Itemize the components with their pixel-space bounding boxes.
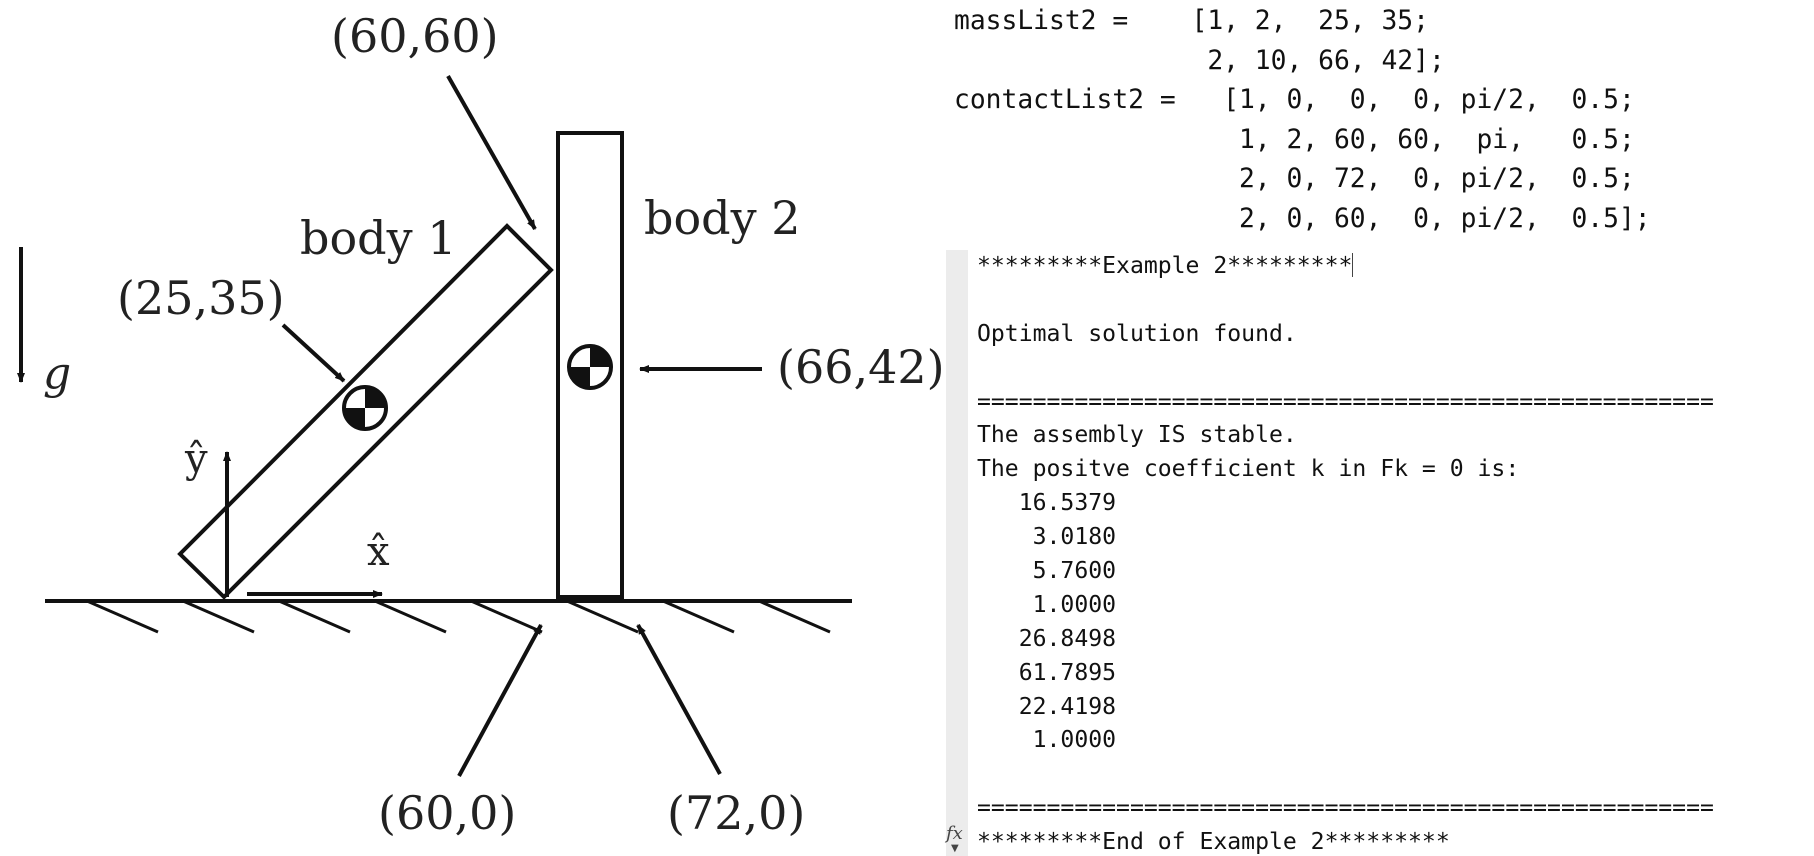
console-line [977, 352, 1714, 386]
console-line-text: *********Example 2********* [977, 253, 1353, 279]
code-line: 2, 0, 60, 0, pi/2, 0.5]; [954, 203, 1651, 234]
console-line: ========================================… [977, 795, 1714, 822]
body1-com-arrow [281, 323, 346, 383]
body2-label: body 2 [644, 191, 800, 245]
contact-ground-1-arrow [457, 624, 543, 777]
code-line: massList2 = [1, 2, 25, 35; [954, 6, 1429, 36]
fx-prompt-icon[interactable]: fx [946, 823, 963, 844]
console-line [977, 284, 1714, 318]
assembly-diagram: g ŷ x̂ body 1 body 2 (60,60) (25,35) (66… [17, 9, 945, 840]
console-output: *********Example 2********* Optimal solut… [977, 250, 1714, 856]
text-cursor [1352, 253, 1354, 277]
console-line: 1.0000 [977, 727, 1117, 754]
console-line: The positve coefficient k in Fk = 0 is: [977, 456, 1520, 483]
y-axis-label: ŷ [184, 436, 208, 482]
console-line: *********Example 2********* [977, 250, 1714, 284]
command-window[interactable]: fx ▼ *********Example 2********* Optimal … [946, 250, 1814, 856]
body1-shape [177, 223, 554, 600]
matlab-code: massList2 = [1, 2, 25, 35; 2, 10, 66, 42… [954, 2, 1651, 239]
console-line [977, 758, 1714, 792]
ground-hatching [86, 599, 831, 634]
contact-ground-2-label: (72,0) [667, 786, 805, 840]
console-line: 61.7895 [977, 659, 1117, 686]
console-line: 3.0180 [977, 524, 1117, 551]
contact-top-arrow [446, 75, 537, 230]
console-line: The assembly IS stable. [977, 422, 1297, 449]
code-line: 2, 10, 66, 42]; [954, 45, 1445, 76]
body2-shape [556, 131, 624, 599]
console-line: 1.0000 [977, 591, 1117, 618]
contact-top-label: (60,60) [331, 9, 499, 63]
console-line: 22.4198 [977, 693, 1117, 720]
console-line: 5.7600 [977, 558, 1117, 585]
prompt-caret-icon: ▼ [951, 843, 959, 854]
console-line: ========================================… [977, 388, 1714, 415]
gravity-label: g [43, 348, 71, 399]
contact-ground-1-label: (60,0) [378, 786, 516, 840]
console-line: 16.5379 [977, 490, 1117, 517]
body2-com-symbol [567, 344, 613, 390]
body1-com-label: (25,35) [117, 271, 285, 325]
console-gutter [946, 250, 968, 856]
console-line: Optimal solution found. [977, 320, 1297, 347]
body1-label: body 1 [300, 211, 456, 265]
code-line: 2, 0, 72, 0, pi/2, 0.5; [954, 164, 1635, 194]
body1-com-symbol [342, 385, 388, 431]
code-line: 1, 2, 60, 60, pi, 0.5; [954, 124, 1635, 155]
code-line: contactList2 = [1, 0, 0, 0, pi/2, 0.5; [954, 85, 1635, 115]
x-axis-label: x̂ [367, 529, 390, 575]
console-line: 26.8498 [977, 625, 1117, 652]
body2-com-label: (66,42) [777, 340, 945, 394]
contact-ground-2-arrow [636, 624, 722, 775]
console-line: *********End of Example 2********* [977, 829, 1450, 856]
